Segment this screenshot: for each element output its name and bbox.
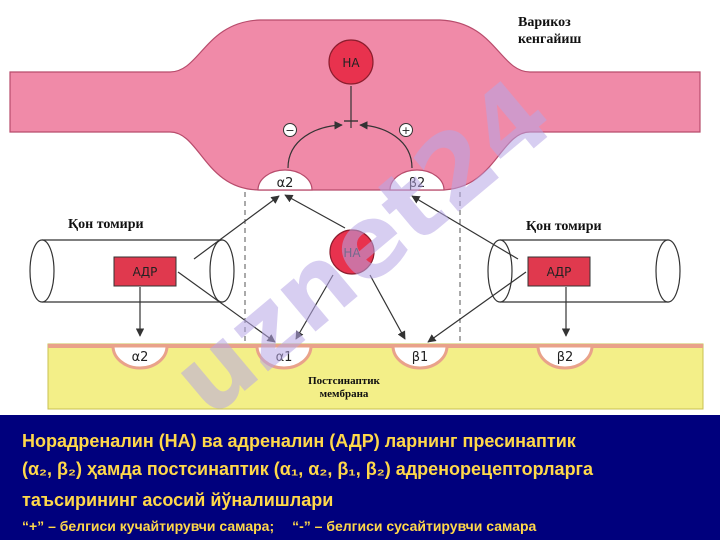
post-beta1-label: β1 (412, 350, 429, 365)
postsynaptic-label-line1: Постсинаптик (308, 375, 380, 387)
adr-box-right (527, 256, 591, 287)
minus-note: “-” – белгиси сусайтирувчи самара (292, 518, 537, 534)
adr-right-label: АДР (547, 265, 572, 279)
postsynaptic-label-line2: мембрана (320, 388, 369, 400)
postsynaptic-receptor-alpha1 (255, 344, 313, 370)
postsynaptic-receptor-alpha2 (111, 344, 169, 370)
presynaptic-receptor-alpha2 (257, 169, 313, 191)
plus-sign: + (401, 124, 410, 137)
post-alpha1-label: α1 (276, 350, 293, 365)
caption-line-3: таъсирининг асосий йўналишлари (22, 490, 334, 510)
postsynaptic-receptor-beta2 (536, 344, 594, 370)
caption-line-1: Норадреналин (НА) ва адреналин (АДР) лар… (22, 431, 576, 451)
post-alpha2-label: α2 (132, 350, 149, 365)
adr-box-left (113, 256, 177, 287)
caption-panel: Норадреналин (НА) ва адреналин (АДР) лар… (0, 415, 720, 540)
varicose-label-line1: Варикоз (518, 15, 571, 30)
plus-note: “+” – белгиси кучайтирувчи самара; (22, 518, 275, 534)
varicose-label-line2: кенгайиш (518, 32, 581, 47)
presynaptic-receptor-beta2 (389, 169, 445, 191)
adrenoreceptor-diagram: α2 β2 НА − + α2 α1 β1 β2 (9, 15, 704, 415)
postsynaptic-receptor-beta1 (391, 344, 449, 370)
caption-legend: “+” – белгиси кучайтирувчи самара; “-” – … (22, 518, 536, 534)
presynaptic-alpha2-label: α2 (277, 176, 294, 191)
na-vesicle-top (328, 39, 374, 85)
vessel-right-label: Қон томири (526, 219, 602, 234)
vessel-left-label: Қон томири (68, 217, 144, 232)
caption-line-2: (α₂, β₂) ҳамда постсинаптик (α₁, α₂, β₁,… (22, 459, 594, 479)
na-top-label: НА (342, 56, 360, 70)
adr-left-label: АДР (133, 265, 158, 279)
minus-sign: − (285, 124, 294, 137)
post-beta2-label: β2 (557, 350, 574, 365)
presynaptic-beta2-label: β2 (409, 176, 426, 191)
presynaptic-axon (9, 19, 701, 191)
na-vesicle-middle (329, 229, 375, 275)
na-middle-label: НА (343, 246, 361, 260)
